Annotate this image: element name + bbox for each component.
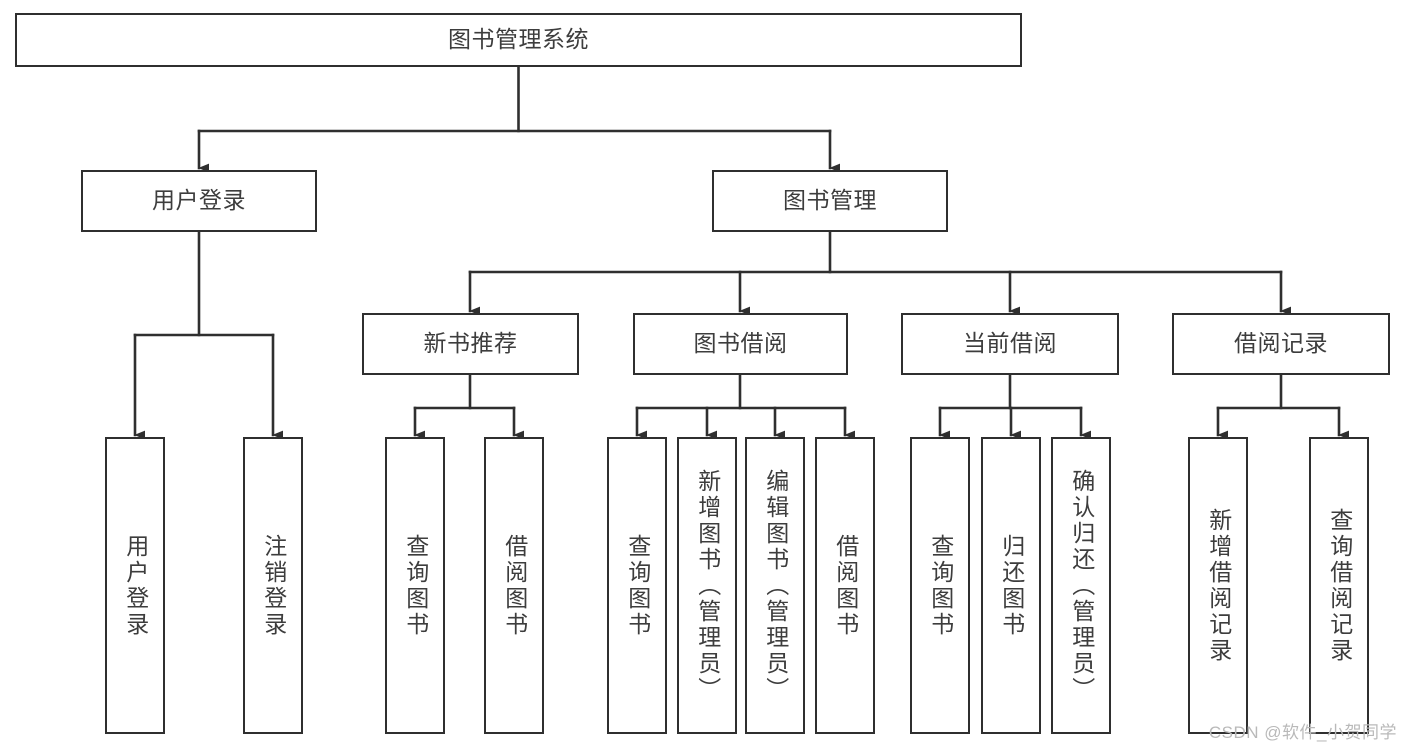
node-leaf-borrow-book[interactable]: 借阅图书 <box>815 437 875 734</box>
node-leaf-query-book-cur-label: 查询图书 <box>927 533 954 638</box>
node-leaf-edit-book-label: 编辑图书（管理员） <box>762 468 789 703</box>
node-leaf-query-book-borrow[interactable]: 查询图书 <box>607 437 667 734</box>
node-borrow-record[interactable]: 借阅记录 <box>1172 313 1390 375</box>
node-new-book-rec[interactable]: 新书推荐 <box>362 313 579 375</box>
node-leaf-query-book-borrow-label: 查询图书 <box>624 533 651 638</box>
node-leaf-add-book-label: 新增图书（管理员） <box>694 468 721 703</box>
node-leaf-borrow-book-rec[interactable]: 借阅图书 <box>484 437 544 734</box>
node-leaf-add-book[interactable]: 新增图书（管理员） <box>677 437 737 734</box>
node-leaf-edit-book[interactable]: 编辑图书（管理员） <box>745 437 805 734</box>
node-book-borrow-label: 图书借阅 <box>693 330 788 357</box>
node-book-borrow[interactable]: 图书借阅 <box>633 313 848 375</box>
node-leaf-query-record[interactable]: 查询借阅记录 <box>1309 437 1369 734</box>
node-book-manage-label: 图书管理 <box>783 187 877 214</box>
node-leaf-confirm-return-label: 确认归还（管理员） <box>1068 468 1095 703</box>
node-leaf-logout[interactable]: 注销登录 <box>243 437 303 734</box>
node-user-login[interactable]: 用户登录 <box>81 170 317 232</box>
node-borrow-record-label: 借阅记录 <box>1234 330 1328 357</box>
node-leaf-query-record-label: 查询借阅记录 <box>1326 507 1353 664</box>
node-current-borrow[interactable]: 当前借阅 <box>901 313 1119 375</box>
node-leaf-add-record-label: 新增借阅记录 <box>1205 507 1232 664</box>
node-leaf-query-book-rec-label: 查询图书 <box>402 533 429 638</box>
node-user-login-label: 用户登录 <box>152 187 246 214</box>
node-book-manage[interactable]: 图书管理 <box>712 170 948 232</box>
node-leaf-borrow-book-label: 借阅图书 <box>832 533 859 638</box>
node-leaf-add-record[interactable]: 新增借阅记录 <box>1188 437 1248 734</box>
node-leaf-return-book[interactable]: 归还图书 <box>981 437 1041 734</box>
node-leaf-query-book-cur[interactable]: 查询图书 <box>910 437 970 734</box>
node-current-borrow-label: 当前借阅 <box>963 330 1057 357</box>
node-leaf-user-login[interactable]: 用户登录 <box>105 437 165 734</box>
node-leaf-return-book-label: 归还图书 <box>998 533 1025 638</box>
node-leaf-query-book-rec[interactable]: 查询图书 <box>385 437 445 734</box>
node-leaf-logout-label: 注销登录 <box>260 533 287 638</box>
node-root-system[interactable]: 图书管理系统 <box>15 13 1022 67</box>
node-new-book-rec-label: 新书推荐 <box>423 330 518 357</box>
node-root-system-label: 图书管理系统 <box>448 26 589 53</box>
node-leaf-user-login-label: 用户登录 <box>122 533 149 638</box>
node-leaf-confirm-return[interactable]: 确认归还（管理员） <box>1051 437 1111 734</box>
node-leaf-borrow-book-rec-label: 借阅图书 <box>501 533 528 638</box>
